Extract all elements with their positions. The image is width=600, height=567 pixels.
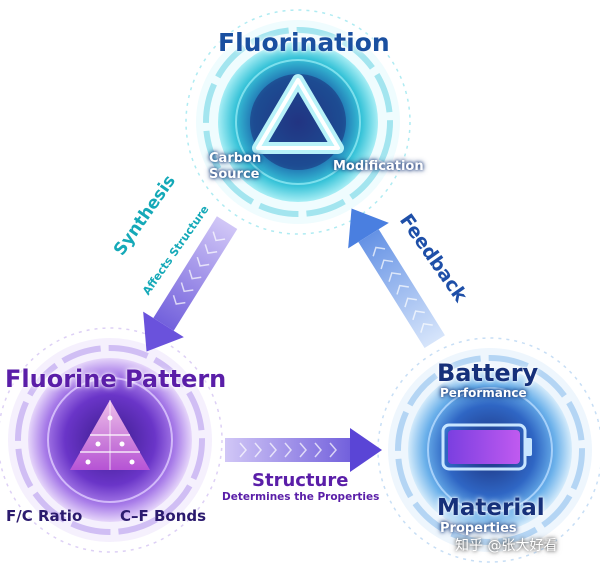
synthesis-arrow bbox=[143, 216, 238, 352]
battery-title: Battery bbox=[437, 359, 539, 387]
triangle-cycle-icon bbox=[252, 74, 344, 154]
determines-properties-label: Determines the Properties bbox=[222, 491, 380, 503]
cf-bonds-label: C–F Bonds bbox=[120, 507, 207, 525]
properties-label: Properties bbox=[440, 521, 517, 536]
fluorination-node bbox=[185, 9, 411, 235]
structure-label: Structure bbox=[252, 470, 349, 491]
fc-ratio-label: F/C Ratio bbox=[6, 507, 83, 525]
fluorine-pattern-node bbox=[0, 327, 223, 553]
carbon-source-line2: Source bbox=[209, 167, 260, 182]
structure-arrow bbox=[225, 428, 382, 472]
watermark: 知乎 @张大好看 bbox=[455, 538, 558, 554]
crystal-pyramid-icon bbox=[70, 400, 150, 470]
feedback-arrow bbox=[348, 208, 445, 348]
carbon-source-label: Carbon Source bbox=[209, 151, 261, 183]
modification-label: Modification bbox=[333, 159, 424, 174]
carbon-source-line1: Carbon bbox=[209, 151, 262, 166]
battery-node bbox=[377, 337, 600, 563]
fluorine-pattern-title: Fluorine Pattern bbox=[5, 365, 227, 393]
material-title: Material bbox=[437, 495, 545, 521]
performance-label: Performance bbox=[440, 386, 527, 400]
battery-icon bbox=[441, 423, 532, 471]
fluorination-title: Fluorination bbox=[218, 28, 390, 57]
